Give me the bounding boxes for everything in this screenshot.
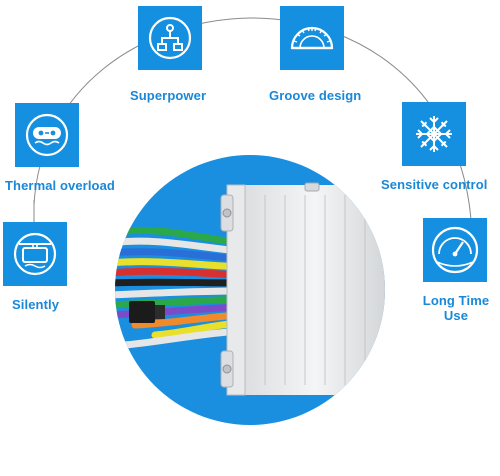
feature-label-silently: Silently [12, 297, 60, 312]
feature-label-superpower: Superpower [130, 88, 207, 103]
motor-controller-image [115, 155, 385, 425]
feature-label-sensitive-control: Sensitive control [381, 177, 488, 192]
feature-label-long-time-use: Long Time Use [408, 293, 500, 323]
silent-device-icon [3, 222, 67, 286]
thermal-sensor-icon [15, 103, 79, 167]
feature-label-groove-design: Groove design [269, 88, 362, 103]
snowflake-icon [402, 102, 466, 166]
flowchart-icon [138, 6, 202, 70]
feature-label-line-2: Use [443, 308, 469, 323]
gauge-icon [423, 218, 487, 282]
feature-label-thermal-overload: Thermal overload [5, 178, 115, 193]
protractor-icon [280, 6, 344, 70]
feature-label-line-1: Long Time [422, 293, 490, 308]
